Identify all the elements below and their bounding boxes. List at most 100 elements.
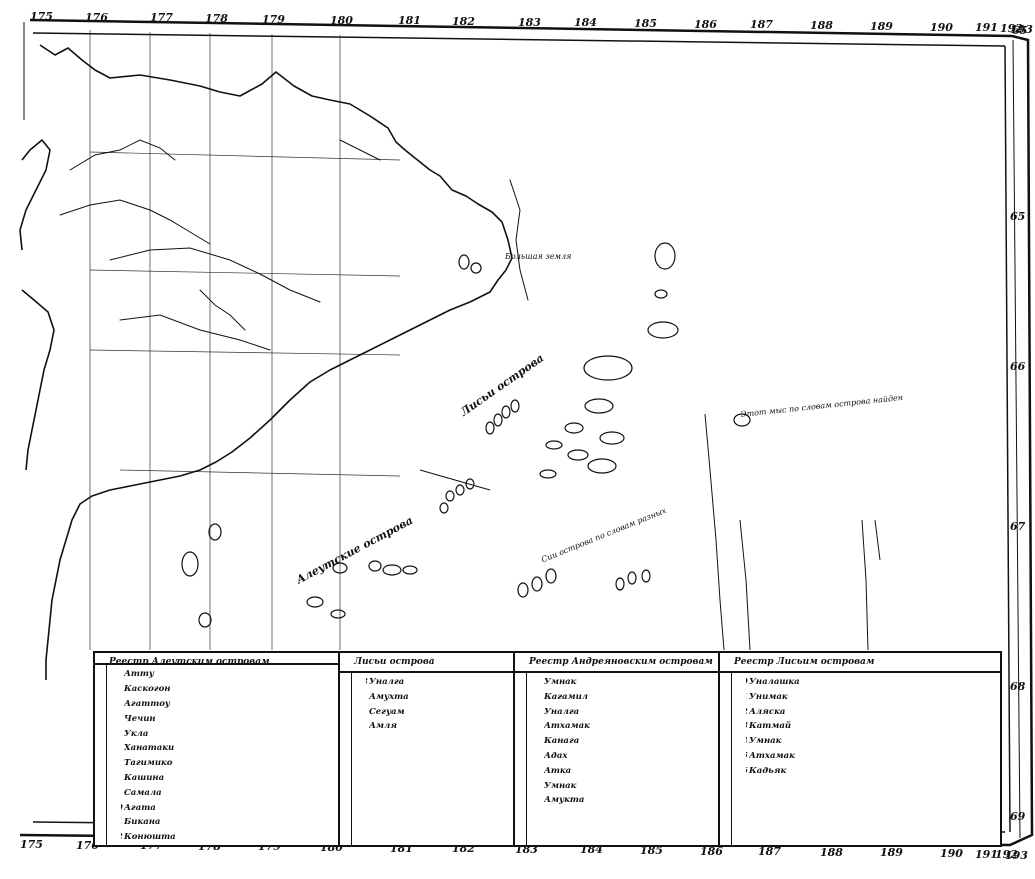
legend-item-text: Атка	[544, 765, 572, 776]
bottom-tick-label: 190	[940, 847, 963, 860]
bottom-tick-label: 185	[640, 844, 663, 857]
bottom-tick-label: 187	[758, 845, 781, 859]
bottom-tick-label: 193	[1005, 848, 1028, 862]
legend-item-text: Каскогон	[124, 684, 171, 695]
legend-item-text: Агаттоу	[124, 699, 170, 710]
islands	[181, 242, 751, 628]
bolshaya-zemlya-label: Большая земля	[505, 252, 572, 261]
legend-item-text: Бикана	[124, 817, 161, 828]
top-tick-label: 191	[975, 21, 998, 35]
legend-item-text: Кашина	[124, 773, 165, 784]
top-tick-label: 190	[930, 20, 953, 34]
top-tick-label: 187	[750, 18, 773, 32]
legend-item-text: Кадьяк	[749, 765, 787, 776]
legend-item: 3Уналга	[541, 705, 716, 720]
legend-item: 1Умнак	[541, 675, 716, 690]
right-tick-label: 69	[1010, 810, 1026, 823]
legend-item: 5Укла	[121, 727, 336, 742]
legend-item-text: Агата	[124, 802, 156, 813]
legend-item-text: Уналашка	[749, 677, 800, 687]
legend-item-text: Умнак	[544, 780, 577, 791]
legend-item-text: Умнак	[749, 736, 782, 747]
legend-item: 9Самала	[121, 786, 336, 801]
legend-item-number: 14	[746, 734, 749, 749]
legend-item-text: Ханатаки	[124, 743, 175, 754]
legend-item-number: 15	[746, 749, 749, 764]
legend-item: 10Уналашка	[746, 675, 998, 690]
legend-heading: Реестр Лисьим островам	[720, 653, 1000, 673]
legend-item: Амля	[366, 719, 511, 734]
legend-item: 12Аляска	[746, 705, 998, 720]
legend-item-text: Конюшта	[124, 832, 176, 843]
bottom-tick-label: 189	[880, 846, 903, 860]
top-tick-label: 175	[30, 10, 53, 23]
legend-item-text: Амукта	[544, 795, 585, 806]
rivers	[59, 139, 529, 351]
right-tick-label: 66	[1010, 360, 1026, 373]
legend-item-text: Чечин	[124, 713, 156, 724]
legend-item: 4Чечин	[121, 712, 336, 727]
legend-item-number: 12	[121, 830, 124, 845]
legend-item-text: Унимак	[749, 691, 788, 702]
legend-item-text: Умнак	[544, 677, 577, 687]
legend-item: 8Умнак	[541, 779, 716, 794]
legend-item-text: Уналга	[544, 706, 580, 717]
legend-item: 7Атка	[541, 764, 716, 779]
right-tick-label: 68	[1010, 680, 1026, 693]
corner-label: 65	[1012, 24, 1028, 37]
legend-item: 9Амукта	[541, 793, 716, 808]
legend-item: 10Агата	[121, 801, 336, 816]
legend-item: 3Агаттоу	[121, 697, 336, 712]
legend-item: 16Кадьяк	[746, 764, 998, 779]
legend-item-number: 12	[746, 705, 749, 720]
legend-item: 7Тагимико	[121, 756, 336, 771]
legend-item-number: 16	[746, 764, 749, 779]
legend-item: 15Атхамак	[746, 749, 998, 764]
legend-item-number: 13	[746, 719, 749, 734]
legend-item-number: 10	[746, 675, 749, 690]
legend-column: Лисьи острова13УналгаАмухтаСегуамАмля	[340, 653, 515, 845]
top-tick-label: 178	[205, 12, 228, 26]
legend-item-number: 10	[121, 801, 124, 816]
legend-item-text: Уналга	[369, 677, 405, 687]
legend-heading: Реестр Андреяновским островам	[515, 653, 718, 673]
top-tick-label: 181	[398, 14, 421, 28]
top-tick-label: 186	[694, 17, 717, 31]
legend-column: Реестр Лисьим островам10Уналашка11Унимак…	[720, 653, 1000, 845]
legend-item: Сегуам	[366, 705, 511, 720]
top-tick-label: 176	[85, 10, 108, 24]
legend-item-text: Тагимико	[124, 758, 173, 769]
coastline	[19, 44, 513, 680]
right-tick-label: 67	[1010, 520, 1026, 533]
legend-item-text: Аляска	[749, 706, 786, 717]
legend-item-text: Кагамил	[544, 691, 589, 702]
legend-item-text: Сегуам	[369, 706, 405, 717]
legend-item: 11Бикана	[121, 815, 336, 830]
legend-item-number: 11	[121, 815, 124, 830]
legend-item-text: Укла	[124, 728, 149, 739]
bottom-tick-label: 191	[975, 847, 998, 861]
legend-item: 2Каскогон	[121, 682, 336, 697]
right-tick-label: 65	[1010, 210, 1026, 223]
bottom-tick-label: 186	[700, 844, 723, 858]
bottom-tick-label: 188	[820, 845, 843, 859]
annotation-lines	[419, 413, 881, 651]
legend-item: Амухта	[366, 690, 511, 705]
legend-item: 12Конюшта	[121, 830, 336, 845]
legend-heading: Лисьи острова	[340, 653, 513, 673]
graticule	[89, 30, 401, 650]
legend-item: 11Унимак	[746, 690, 998, 705]
top-tick-label: 193	[1010, 22, 1033, 36]
legend-item: 14Умнак	[746, 734, 998, 749]
legend-item-text: Атхамак	[544, 721, 590, 732]
top-tick-label: 182	[452, 14, 475, 28]
top-tick-label: 179	[262, 12, 285, 26]
top-tick-label: 184	[574, 16, 597, 30]
legend-column: Реестр Алеутским островам1Атту2Каскогон3…	[95, 653, 340, 845]
legend-item-text: Канага	[544, 736, 580, 747]
bottom-tick-label: 192	[995, 848, 1018, 862]
legend-item-text: Адах	[544, 750, 568, 761]
legend-item: 6Адах	[541, 749, 716, 764]
legend-item: 4Атхамак	[541, 719, 716, 734]
legend-heading: Реестр Алеутским островам	[95, 653, 338, 666]
